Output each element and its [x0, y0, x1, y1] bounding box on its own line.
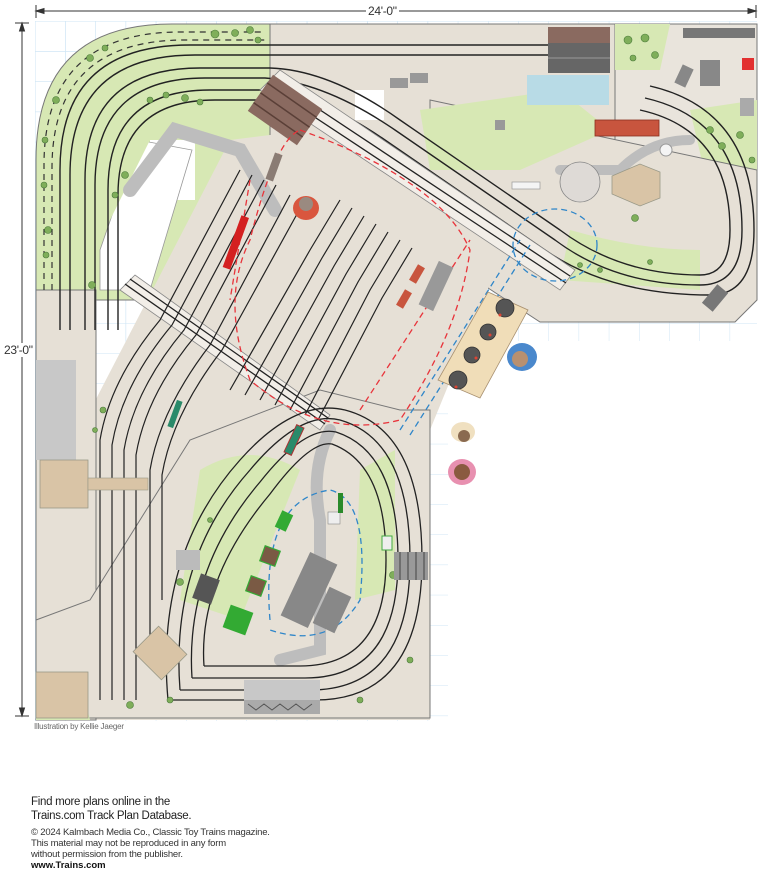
operator-pink [448, 459, 476, 485]
yard-tracks [99, 169, 413, 700]
width-dimension-label: 24'-0" [366, 4, 399, 18]
dimension-height-line [15, 21, 29, 718]
illustration-credit: Illustration by Kellie Jaeger [34, 722, 124, 731]
height-dimension-label: 23'-0" [2, 343, 35, 357]
operators [293, 196, 537, 485]
water-pond [527, 75, 609, 105]
bridge-truss-top [548, 27, 610, 73]
track-plan-svg [15, 5, 758, 721]
footer: Find more plans online in the Trains.com… [31, 795, 331, 871]
website-link[interactable]: www.Trains.com [31, 860, 106, 871]
operator-blue [507, 343, 537, 371]
copyright-line-1: © 2024 Kalmbach Media Co., Classic Toy T… [31, 827, 270, 838]
dashed-tracks [43, 31, 265, 290]
bridge-truss-topleft [247, 74, 323, 146]
rolling-stock [167, 152, 454, 513]
track-plan-diagram [15, 5, 758, 721]
operator-red [293, 196, 319, 220]
copyright-line-3: without permission from the publisher. [31, 849, 183, 860]
trees [40, 26, 756, 709]
grade-crossing [244, 552, 428, 714]
roads [36, 121, 695, 666]
bottom-loop-tracks [165, 407, 423, 701]
promo-line-2: Trains.com Track Plan Database. [31, 810, 192, 822]
copyright-line-2: This material may not be reproduced in a… [31, 838, 226, 849]
buildings [35, 28, 755, 719]
overpass-main [119, 69, 576, 431]
operator-beige [451, 422, 475, 442]
promo-line-1: Find more plans online in the [31, 796, 170, 808]
control-panel-desk [437, 291, 529, 399]
